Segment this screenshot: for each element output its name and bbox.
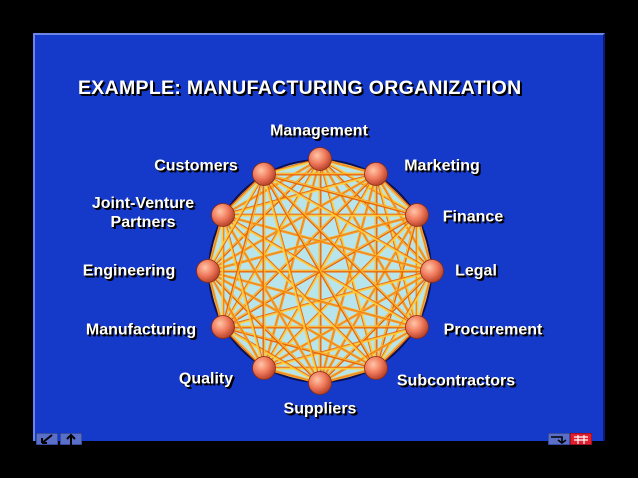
- link-suppliers-customers: [264, 173, 322, 383]
- link-marketing-manufacturing: [222, 173, 377, 328]
- link-suppliers-customers: [262, 174, 320, 384]
- link-legal-joint-venture-partners: [222, 213, 433, 273]
- node-legal: [420, 259, 444, 283]
- link-procurement-engineering: [207, 269, 418, 329]
- link-manufacturing-customers: [221, 173, 266, 328]
- node-management: [308, 147, 332, 171]
- node-subcontractors: [364, 356, 388, 380]
- link-management-subcontractors: [318, 158, 378, 369]
- link-legal-customers: [264, 172, 433, 271]
- link-management-subcontractors: [318, 159, 376, 369]
- link-manufacturing-customers: [223, 174, 266, 328]
- link-finance-quality: [263, 214, 418, 369]
- link-finance-engineering: [207, 213, 418, 273]
- link-procurement-engineering: [207, 271, 417, 329]
- calendar-icon[interactable]: [570, 433, 592, 445]
- link-suppliers-joint-venture-partners: [221, 214, 322, 384]
- link-subcontractors-engineering: [208, 269, 377, 368]
- return-icon[interactable]: [548, 433, 570, 445]
- link-suppliers-manufacturing: [223, 325, 321, 383]
- link-legal-manufacturing: [222, 269, 432, 327]
- link-finance-engineering: [208, 215, 418, 273]
- node-joint-venture-partners: [211, 203, 235, 227]
- link-marketing-manufacturing: [222, 173, 376, 327]
- label-subcontractors: Subcontractors: [396, 372, 516, 390]
- node-quality: [252, 356, 276, 380]
- link-quality-joint-venture-partners: [223, 214, 266, 368]
- link-quality-engineering: [208, 270, 266, 368]
- node-circles: [196, 147, 444, 395]
- link-finance-quality: [263, 214, 417, 368]
- label-legal: Legal: [455, 262, 497, 280]
- label-management: Management: [270, 122, 368, 140]
- link-marketing-suppliers: [320, 174, 378, 384]
- link-finance-quality: [264, 215, 419, 370]
- link-suppliers-joint-venture-partners: [221, 215, 320, 384]
- label-procurement: Procurement: [443, 321, 543, 339]
- label-engineering: Engineering: [82, 262, 176, 280]
- link-engineering-customers: [208, 174, 266, 272]
- link-subcontractors-engineering: [207, 271, 376, 370]
- label-quality: Quality: [178, 370, 234, 388]
- link-finance-customers: [263, 174, 417, 217]
- link-suppliers-manufacturing: [222, 327, 320, 385]
- link-quality-joint-venture-partners: [221, 215, 264, 369]
- link-legal-customers: [263, 172, 433, 273]
- node-engineering: [196, 259, 220, 283]
- link-finance-customers: [264, 172, 418, 215]
- link-subcontractors-joint-venture-partners: [223, 214, 377, 368]
- link-legal-joint-venture-partners: [222, 215, 432, 273]
- link-marketing-manufacturing: [223, 174, 378, 329]
- label-marketing: Marketing: [404, 157, 480, 175]
- link-legal-joint-venture-partners: [223, 213, 433, 271]
- link-legal-manufacturing: [222, 269, 433, 329]
- label-manufacturing: Manufacturing: [85, 321, 197, 339]
- link-subcontractors-customers: [262, 174, 376, 369]
- link-management-quality: [262, 158, 322, 369]
- label-customers: Customers: [154, 157, 238, 175]
- node-procurement: [405, 315, 429, 339]
- label-finance: Finance: [442, 208, 504, 226]
- link-management-quality: [262, 158, 320, 368]
- link-suppliers-customers: [262, 173, 322, 384]
- link-procurement-customers: [264, 173, 418, 327]
- link-procurement-customers: [262, 174, 417, 329]
- link-quality-joint-venture-partners: [221, 214, 266, 369]
- link-procurement-engineering: [208, 269, 418, 327]
- link-marketing-suppliers: [318, 173, 376, 383]
- link-legal-customers: [263, 174, 432, 273]
- node-manufacturing: [211, 315, 235, 339]
- link-subcontractors-customers: [262, 173, 378, 369]
- link-subcontractors-joint-venture-partners: [222, 214, 377, 369]
- link-legal-manufacturing: [223, 271, 433, 329]
- link-suppliers-manufacturing: [222, 325, 321, 385]
- node-finance: [405, 203, 429, 227]
- slide-title: EXAMPLE: MANUFACTURING ORGANIZATION: [78, 77, 522, 99]
- link-engineering-customers: [206, 173, 266, 272]
- node-marketing: [364, 162, 388, 186]
- node-customers: [252, 162, 276, 186]
- link-manufacturing-customers: [221, 173, 264, 327]
- link-finance-engineering: [207, 213, 417, 271]
- link-management-quality: [264, 159, 322, 369]
- link-subcontractors-engineering: [207, 269, 377, 370]
- link-quality-engineering: [206, 271, 264, 369]
- link-quality-engineering: [206, 270, 266, 369]
- link-subcontractors-customers: [264, 173, 378, 368]
- link-finance-customers: [263, 172, 418, 217]
- link-management-subcontractors: [320, 158, 378, 368]
- node-suppliers: [308, 371, 332, 395]
- forward-icon[interactable]: [60, 433, 82, 445]
- back-arrow-icon[interactable]: [36, 433, 58, 445]
- link-engineering-customers: [206, 173, 264, 271]
- link-marketing-suppliers: [318, 173, 378, 384]
- link-subcontractors-joint-venture-partners: [221, 215, 376, 370]
- link-procurement-customers: [263, 173, 418, 328]
- label-suppliers: Suppliers: [283, 400, 357, 418]
- link-suppliers-joint-venture-partners: [223, 214, 322, 383]
